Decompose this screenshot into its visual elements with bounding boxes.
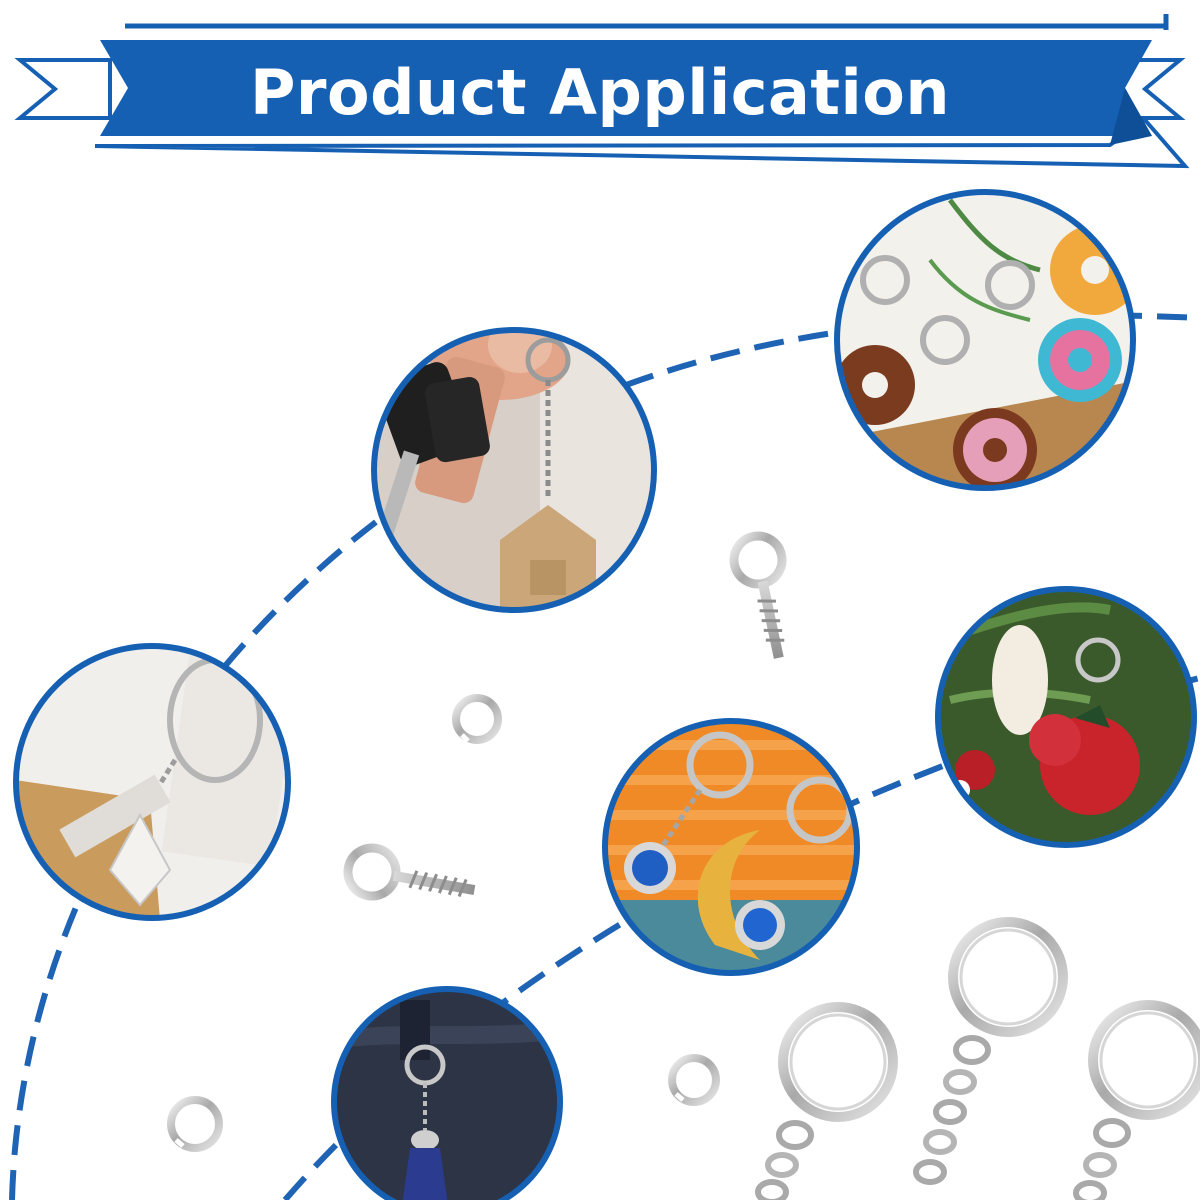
split-ring-chain-icon <box>755 1002 898 1200</box>
jump-ring-icon <box>668 1054 720 1106</box>
photo-moon-charms <box>602 718 860 976</box>
photo-leaf-charm <box>13 643 291 921</box>
split-ring-chain-icon <box>913 917 1068 1185</box>
banner-title: Product Application <box>249 55 951 129</box>
photo-keys-house-keychain <box>371 327 657 613</box>
photo-tassel-on-jeans <box>331 986 563 1200</box>
title-banner <box>14 14 1190 169</box>
split-ring-chain-icon <box>1073 1000 1200 1200</box>
jump-ring-icon <box>452 694 502 744</box>
jump-ring-icon <box>167 1096 223 1152</box>
photo-christmas-ornament <box>935 586 1197 848</box>
screw-eye-pin-icon <box>729 531 787 659</box>
screw-eye-pin-icon <box>343 843 476 901</box>
photo-donut-keychains <box>834 189 1136 491</box>
